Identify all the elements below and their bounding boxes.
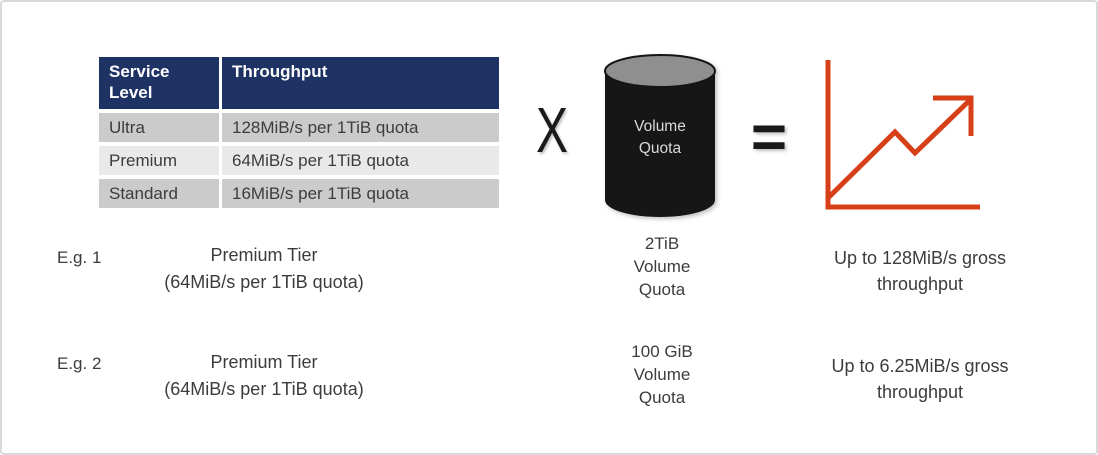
example-1-quota-line3: Quota <box>638 280 686 299</box>
example-1-label: E.g. 1 <box>57 248 102 267</box>
example-2-result-line2: throughput <box>876 382 964 402</box>
table-cell-level-standard: Standard <box>99 179 219 208</box>
example-1-tier-detail: (64MiB/s per 1TiB quota) <box>164 272 364 292</box>
table-cell-level-ultra: Ultra <box>99 113 219 142</box>
throughput-growth-chart-icon <box>825 60 980 210</box>
example-2-quota-line2: Volume <box>633 365 691 384</box>
example-1-quota-line2: Volume <box>633 257 691 276</box>
table-cell-throughput-ultra: 128MiB/s per 1TiB quota <box>222 113 499 142</box>
table-cell-throughput-premium: 64MiB/s per 1TiB quota <box>222 146 499 175</box>
service-level-table: Service Level Throughput Ultra 128MiB/s … <box>99 57 499 208</box>
cylinder-label-line1: Volume <box>634 118 686 135</box>
example-1-tier-name: Premium Tier <box>210 245 318 265</box>
example-1-quota-line1: 2TiB <box>644 234 680 253</box>
cylinder-label: Volume Quota <box>604 116 716 160</box>
example-2-tier-name: Premium Tier <box>210 352 318 372</box>
volume-quota-cylinder: Volume Quota <box>604 54 716 218</box>
example-1-tier: Premium Tier (64MiB/s per 1TiB quota) <box>114 242 414 296</box>
example-1-quota: 2TiB Volume Quota <box>602 232 722 301</box>
table-header-throughput: Throughput <box>222 57 499 109</box>
example-2-tier-detail: (64MiB/s per 1TiB quota) <box>164 379 364 399</box>
table-cell-level-premium: Premium <box>99 146 219 175</box>
example-2-quota-line1: 100 GiB <box>631 342 693 361</box>
example-2-quota: 100 GiB Volume Quota <box>602 340 722 409</box>
example-2-tier: Premium Tier (64MiB/s per 1TiB quota) <box>114 349 414 403</box>
equals-symbol: = <box>750 103 788 172</box>
example-2-quota-line3: Quota <box>638 388 686 407</box>
example-1-result-line1: Up to 128MiB/s gross <box>833 248 1007 268</box>
multiply-symbol: X <box>535 94 569 166</box>
table-header-service-level: Service Level <box>99 57 219 109</box>
example-1-result-line2: throughput <box>876 274 964 294</box>
example-2-result: Up to 6.25MiB/s gross throughput <box>772 353 1068 405</box>
example-2-label: E.g. 2 <box>57 354 102 373</box>
cylinder-label-line2: Quota <box>638 140 682 157</box>
table-cell-throughput-standard: 16MiB/s per 1TiB quota <box>222 179 499 208</box>
example-1-result: Up to 128MiB/s gross throughput <box>772 245 1068 297</box>
example-2-result-line1: Up to 6.25MiB/s gross <box>831 356 1009 376</box>
cylinder-icon <box>604 54 716 217</box>
